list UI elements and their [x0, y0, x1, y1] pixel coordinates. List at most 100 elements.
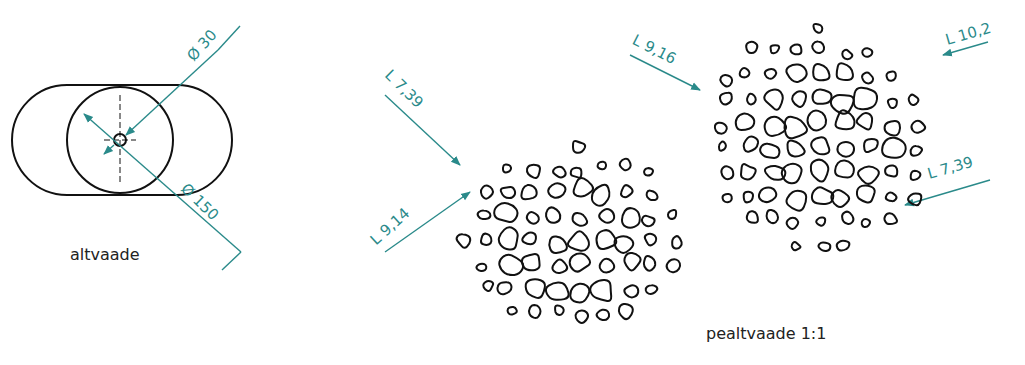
pebble [813, 64, 829, 80]
pebble [621, 185, 633, 197]
pebble [508, 307, 517, 315]
pebble [497, 282, 511, 294]
pebble [784, 117, 807, 139]
pebble [546, 207, 560, 222]
pebble [886, 192, 897, 201]
pebble [526, 279, 545, 298]
pebble [501, 187, 515, 198]
pebble [527, 212, 539, 224]
pebble [911, 146, 922, 156]
pebble [771, 45, 780, 53]
side-view [12, 85, 232, 195]
pebble [837, 241, 850, 251]
pebble [816, 217, 825, 225]
pebble [760, 144, 779, 158]
pebble [553, 167, 566, 178]
dimension-text: L 7,39 [382, 67, 426, 111]
pebble [740, 68, 750, 77]
pebble [792, 242, 801, 250]
pebble [765, 117, 786, 136]
dimension-text: Ø 30 [185, 27, 220, 64]
pebble [619, 304, 633, 319]
pebble [668, 210, 676, 219]
pebble [644, 256, 655, 271]
pebble [790, 44, 801, 54]
pebble [744, 192, 753, 203]
pebble [885, 121, 900, 136]
pebble [744, 137, 758, 152]
pebble [590, 280, 611, 301]
pebble [908, 193, 921, 205]
pebble [645, 234, 656, 246]
dimension-text: L 9,16 [630, 33, 678, 67]
pebble [811, 137, 829, 154]
pebble [767, 210, 778, 223]
pebble [481, 186, 493, 199]
pebble [552, 259, 567, 273]
pebble [457, 234, 471, 248]
pebble [808, 111, 827, 131]
pebble [837, 63, 853, 80]
pebble [672, 236, 682, 248]
pebble [842, 50, 852, 59]
pebble [812, 187, 833, 204]
pebble [837, 142, 854, 157]
pebble [476, 264, 486, 271]
pebble [503, 164, 511, 172]
pebble [884, 213, 897, 224]
pebble [546, 283, 569, 300]
pebble [478, 210, 491, 219]
pebble [481, 234, 491, 245]
pebble [836, 110, 855, 129]
pebble [882, 138, 906, 158]
pebble [600, 259, 615, 273]
pebble [813, 24, 822, 33]
pebble [571, 168, 582, 178]
pebble [499, 255, 523, 275]
view-name: pealtvaade 1:1 [706, 326, 826, 342]
pebble [862, 73, 873, 84]
pebble [786, 64, 806, 82]
pebble [548, 183, 565, 197]
pebble [720, 75, 732, 87]
pebble [522, 254, 540, 270]
pebble [857, 185, 875, 202]
pebble [862, 48, 872, 57]
pebble [715, 123, 727, 134]
pebble [818, 242, 830, 250]
pebble [646, 285, 658, 294]
pebble [719, 142, 726, 151]
pebble [813, 90, 832, 104]
pebble [575, 310, 588, 323]
pebble [494, 203, 517, 222]
pebble [667, 259, 681, 272]
pebble [741, 164, 756, 179]
pebble [642, 216, 655, 226]
dimension-lines [84, 26, 990, 270]
pebble [746, 42, 757, 53]
pebble [573, 141, 585, 153]
pebble [787, 191, 807, 211]
pebble [592, 185, 610, 206]
dimension-text: L 9,14 [368, 206, 413, 248]
pebble [720, 93, 732, 105]
pebble [624, 253, 640, 270]
pebble [529, 305, 540, 318]
pebble [620, 159, 631, 171]
pebble [747, 94, 756, 105]
dimension-text: L 7,39 [926, 155, 975, 182]
pebble [787, 218, 799, 229]
pebble [857, 113, 872, 130]
pebble [862, 219, 870, 227]
pebble [570, 254, 590, 272]
pebble [831, 190, 849, 207]
pebble [885, 166, 897, 177]
pebble [568, 231, 589, 251]
pebble [570, 284, 589, 303]
dimension-text: L 10,2 [944, 21, 993, 48]
pebble [747, 211, 758, 223]
pebble [911, 171, 921, 180]
pebble [911, 121, 925, 133]
pebble [521, 185, 536, 199]
